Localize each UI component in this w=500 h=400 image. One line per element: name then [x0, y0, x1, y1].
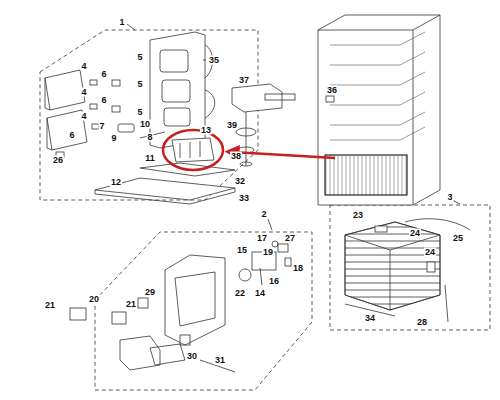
callout-number: 23 [352, 211, 364, 220]
callout-number: 10 [139, 120, 151, 129]
callout-number: 1 [118, 18, 125, 27]
callout-number: 6 [100, 96, 107, 105]
callout-number: 28 [416, 318, 428, 327]
callout-number: 11 [144, 154, 156, 163]
callout-number: 38 [230, 152, 242, 161]
callout-number: 6 [68, 131, 75, 140]
callout-number: 15 [236, 246, 248, 255]
group-outline [95, 232, 312, 390]
callout-number: 25 [452, 234, 464, 243]
callout-number: 22 [234, 289, 246, 298]
highlight-arrow [232, 152, 335, 158]
highlight-circle [163, 130, 223, 170]
group-outline [40, 30, 258, 200]
callout-number: 21 [44, 301, 56, 310]
callout-number: 33 [238, 194, 250, 203]
callout-number: 5 [136, 80, 143, 89]
callout-number: 4 [80, 112, 87, 121]
callout-number: 14 [254, 289, 266, 298]
callout-number: 4 [80, 62, 87, 71]
callout-number: 17 [256, 234, 268, 243]
callout-number: 16 [268, 277, 280, 286]
callout-number: 4 [80, 88, 87, 97]
callout-number: 39 [226, 121, 238, 130]
callout-number: 6 [100, 70, 107, 79]
callout-number: 18 [292, 264, 304, 273]
callout-number: 5 [136, 108, 143, 117]
callout-number: 8 [146, 133, 153, 142]
callout-number: 34 [364, 314, 376, 323]
callout-number: 19 [262, 248, 274, 257]
callout-number: 35 [208, 56, 220, 65]
callout-number: 31 [214, 356, 226, 365]
callout-number: 24 [424, 248, 436, 257]
callout-number: 7 [98, 122, 105, 131]
callout-number: 20 [88, 295, 100, 304]
callout-number: 24 [409, 229, 421, 238]
callout-number: 30 [186, 352, 198, 361]
callout-number: 3 [446, 193, 453, 202]
callout-number: 2 [260, 210, 267, 219]
callout-number: 29 [144, 288, 156, 297]
callout-number: 9 [110, 134, 117, 143]
callout-number: 37 [238, 76, 250, 85]
callout-number: 36 [326, 86, 338, 95]
callout-number: 27 [284, 234, 296, 243]
callout-number: 13 [200, 126, 212, 135]
callout-number: 26 [52, 156, 64, 165]
group-outline [330, 205, 490, 330]
callout-number: 12 [110, 178, 122, 187]
callout-number: 5 [136, 53, 143, 62]
callout-number: 32 [234, 177, 246, 186]
callout-number: 21 [125, 300, 137, 309]
